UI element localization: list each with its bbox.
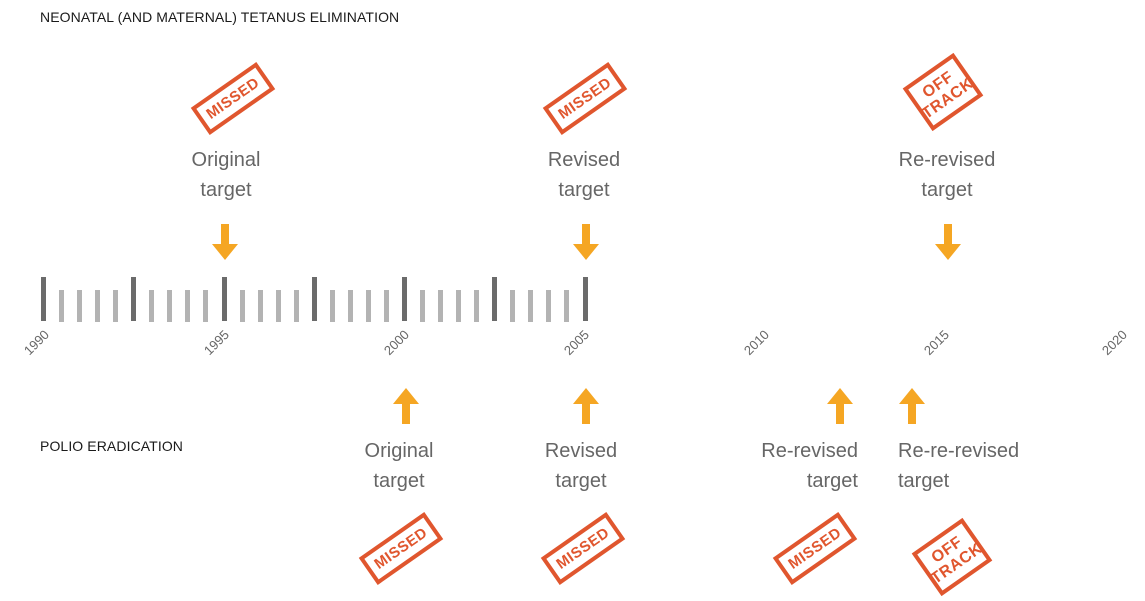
minor-tick bbox=[330, 290, 335, 322]
major-tick bbox=[131, 277, 136, 321]
year-label-2005: 2005 bbox=[560, 326, 592, 359]
minor-tick bbox=[456, 290, 461, 322]
year-label-2015: 2015 bbox=[920, 326, 952, 359]
minor-tick bbox=[528, 290, 533, 322]
minor-tick bbox=[59, 290, 64, 322]
year-label-2020: 2020 bbox=[1098, 326, 1130, 359]
minor-tick bbox=[95, 290, 100, 322]
minor-tick bbox=[474, 290, 479, 322]
major-tick bbox=[41, 277, 46, 321]
down-arrow-icon bbox=[935, 224, 961, 260]
major-tick bbox=[312, 277, 317, 321]
minor-tick bbox=[258, 290, 263, 322]
missed-stamp: MISSED bbox=[540, 512, 626, 585]
minor-tick bbox=[510, 290, 515, 322]
minor-tick bbox=[420, 290, 425, 322]
minor-tick bbox=[203, 290, 208, 322]
missed-stamp: MISSED bbox=[772, 512, 858, 585]
minor-tick bbox=[149, 290, 154, 322]
up-arrow-icon bbox=[393, 388, 419, 424]
up-arrow-icon bbox=[899, 388, 925, 424]
year-label-1990: 1990 bbox=[20, 326, 52, 359]
major-tick bbox=[492, 277, 497, 321]
minor-tick bbox=[366, 290, 371, 322]
major-tick bbox=[402, 277, 407, 321]
minor-tick bbox=[185, 290, 190, 322]
minor-tick bbox=[113, 290, 118, 322]
minor-tick bbox=[348, 290, 353, 322]
year-label-2010: 2010 bbox=[740, 326, 772, 359]
year-label-2000: 2000 bbox=[380, 326, 412, 359]
minor-tick bbox=[167, 290, 172, 322]
minor-tick bbox=[276, 290, 281, 322]
minor-tick bbox=[240, 290, 245, 322]
minor-tick bbox=[438, 290, 443, 322]
year-label-1995: 1995 bbox=[200, 326, 232, 359]
tetanus-section-title: NEONATAL (AND MATERNAL) TETANUS ELIMINAT… bbox=[40, 9, 400, 25]
up-arrow-icon bbox=[827, 388, 853, 424]
missed-stamp: MISSED bbox=[190, 62, 276, 135]
major-tick bbox=[583, 277, 588, 321]
missed-stamp: MISSED bbox=[542, 62, 628, 135]
down-arrow-icon bbox=[573, 224, 599, 260]
missed-stamp: MISSED bbox=[358, 512, 444, 585]
minor-tick bbox=[546, 290, 551, 322]
minor-tick bbox=[294, 290, 299, 322]
polio-section-title: POLIO ERADICATION bbox=[40, 438, 184, 454]
major-tick bbox=[222, 277, 227, 321]
down-arrow-icon bbox=[212, 224, 238, 260]
minor-tick bbox=[564, 290, 569, 322]
minor-tick bbox=[384, 290, 389, 322]
minor-tick bbox=[77, 290, 82, 322]
up-arrow-icon bbox=[573, 388, 599, 424]
